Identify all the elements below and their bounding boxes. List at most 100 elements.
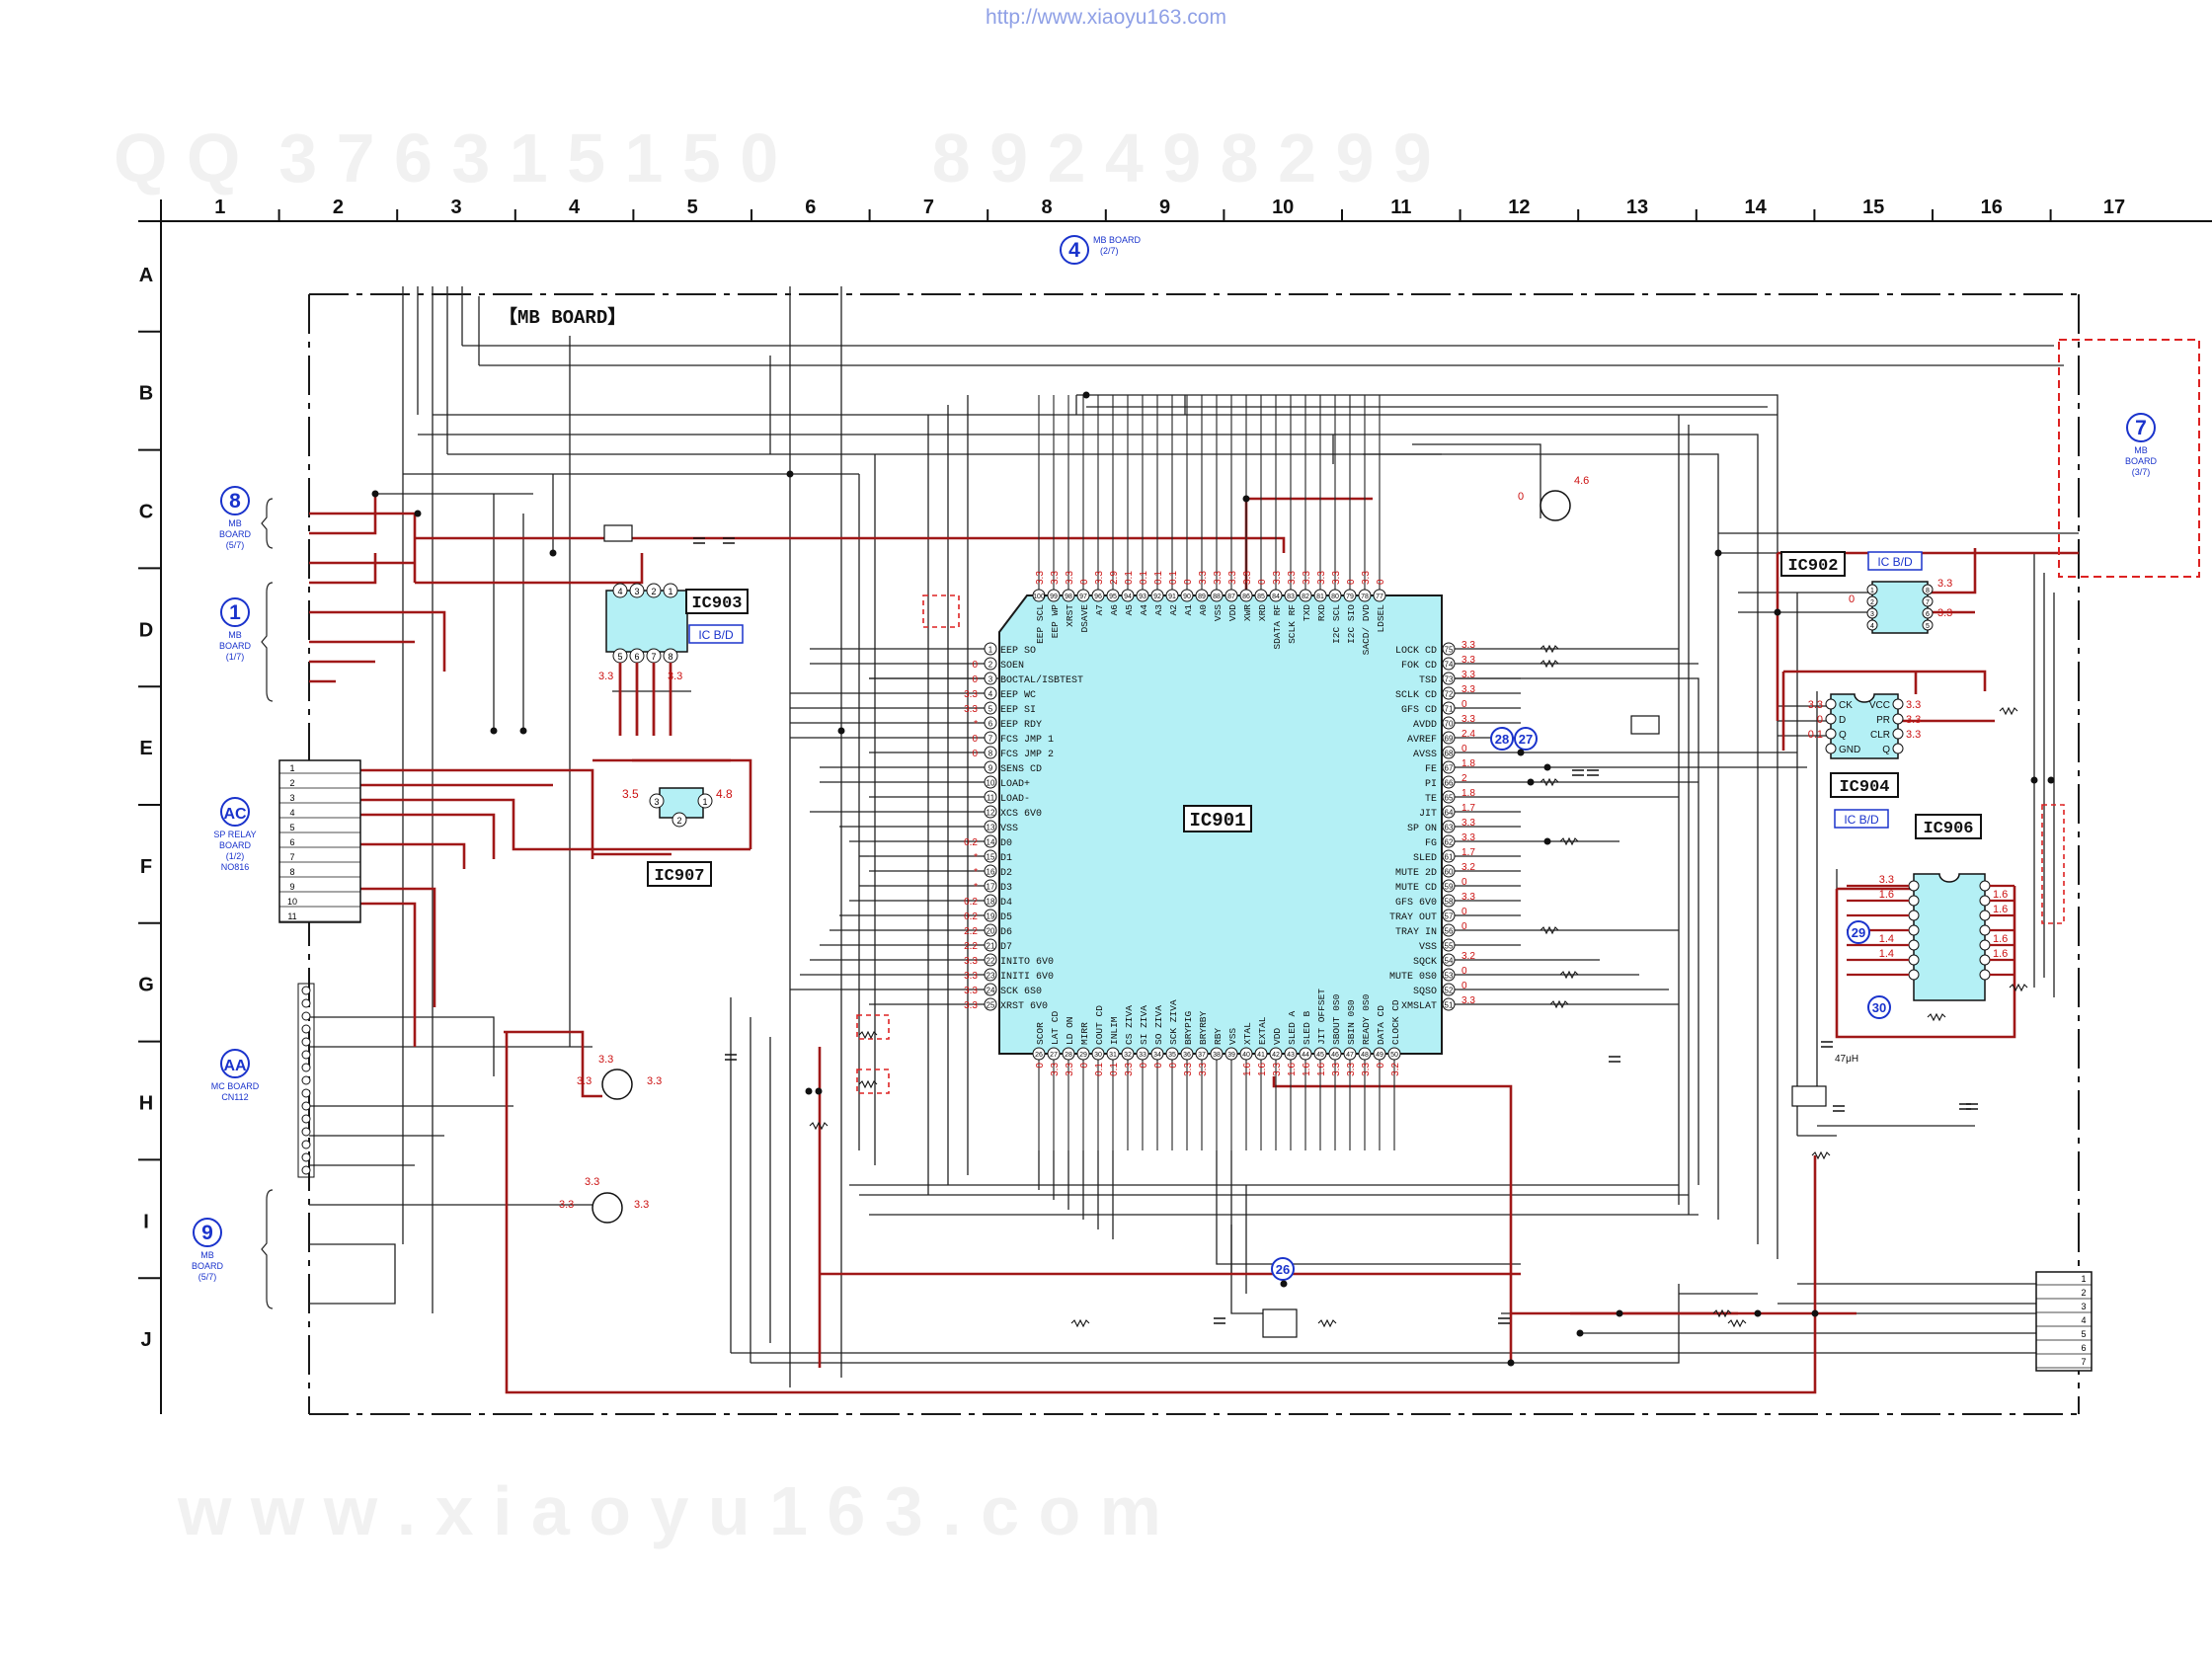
connector-ac-pin: 11 [287, 911, 296, 921]
ic901-left-pin-name: SENS CD [1000, 764, 1042, 775]
ic901-top-pin-volt: 3.3 [1050, 571, 1061, 585]
ic904-pin-circle [1892, 728, 1904, 740]
ic901-top-pin-number: 91 [1168, 594, 1176, 600]
transistor-h-volt-b: 3.3 [577, 1075, 592, 1087]
ic901-right-pin-circle [1442, 686, 1456, 700]
row-label: B [139, 383, 153, 405]
connector-cac-badge-text: AC [223, 806, 247, 823]
ic901-top-pin-volt: 3.3 [1331, 571, 1342, 585]
ic904-pin-name: GND [1839, 745, 1860, 755]
ic901-right-pin-name: FG [1425, 838, 1437, 849]
ic901-bottom-pin-name: BRYPIG [1183, 1010, 1194, 1045]
ic901-bottom-pin-number: 39 [1227, 1052, 1235, 1059]
ic901-top-pin-volt: 0 [1079, 579, 1090, 585]
ic901-bottom-pin-volt: 0 [1376, 1063, 1386, 1069]
wire-red-segment [415, 536, 1286, 553]
ic906-pin-volt: 1.6 [1879, 889, 1894, 901]
wire-red-segment [1272, 1076, 1513, 1363]
ic901-right-pin-volt: 0 [1462, 907, 1467, 917]
ic901-left-pin-circle [984, 968, 997, 982]
connector-aa-pin [301, 1152, 311, 1162]
ic901-right-pin-name: SP ON [1407, 824, 1437, 834]
ic906-pin-circle [1979, 924, 1991, 936]
ic901-right-pin-number: 74 [1445, 661, 1454, 670]
ic901-left-pin-number: 20 [987, 927, 995, 936]
ic901-top-pin-volt: 0 [1376, 579, 1386, 585]
ic901-top-pin-number: 95 [1109, 594, 1117, 600]
row-label: C [139, 502, 153, 523]
ic904-pin-name: Q [1839, 730, 1847, 741]
ic901-top-pin-name: DSAVE [1079, 604, 1090, 633]
junction-dot [1280, 1280, 1288, 1288]
ic901-left-pin-number: 23 [987, 972, 995, 981]
ic901-right-pin-name: LOCK CD [1395, 646, 1437, 657]
ic901-bottom-pin-volt: 0.1 [1109, 1063, 1120, 1076]
ic901-bottom-pin-number: 29 [1079, 1052, 1087, 1059]
ic901-right-pin-circle [1442, 879, 1456, 893]
wire-red-segment [309, 610, 446, 672]
ic904-pin-circle [1892, 743, 1904, 754]
junction-dot [371, 490, 379, 498]
resistor [1317, 1318, 1337, 1328]
ic901-bottom-pin-number: 41 [1257, 1052, 1265, 1059]
ic901-bottom-pin-volt: 0.1 [1094, 1063, 1105, 1076]
ic901-right-pin-circle [1442, 864, 1456, 878]
header-url[interactable]: http://www.xiaoyu163.com [986, 6, 1226, 29]
connector-ac-pin: 3 [289, 793, 294, 803]
ic904-pin-name: VCC [1869, 700, 1890, 711]
ic902-pin-circle [1922, 619, 1934, 631]
ic901-left-pin-number: 16 [987, 868, 995, 877]
ic901-bottom-pin-volt: 0 [1139, 1063, 1149, 1069]
ic901-bottom-pin-circle [1284, 1047, 1298, 1061]
ic901-right-pin-name: XMSLAT [1401, 1001, 1437, 1012]
ic901-right-pin-number: 59 [1445, 883, 1454, 892]
ic902-pin-number: 1 [1870, 588, 1874, 594]
ic901-right-pin-name: MUTE 0S0 [1389, 972, 1437, 983]
wire-red-segment [309, 512, 417, 583]
row-label: F [140, 856, 152, 878]
ic901-right-pin-circle [1442, 790, 1456, 804]
ic901-bottom-pin-volt: 1.6 [1257, 1063, 1268, 1076]
ic901-right-pin-name: TRAY OUT [1389, 912, 1437, 923]
connector-aa-pin [301, 998, 311, 1008]
ic901-right-pin-name: FE [1425, 764, 1437, 775]
ic903-volt-a: 3.3 [598, 671, 613, 682]
ic902-tag: IC B/D [1877, 555, 1913, 569]
ic901-top-pin-name: SCLK RF [1287, 604, 1298, 644]
connector-right-pin: 6 [2081, 1343, 2086, 1353]
connector-aa-frame [297, 983, 315, 1178]
ic901-right-pin-circle [1442, 701, 1456, 715]
ic901-left-pin-number: 11 [987, 794, 995, 803]
ic901-left-pin-circle [984, 894, 997, 908]
ic901-right-pin-name: AVREF [1407, 735, 1437, 746]
junction-dot [1507, 1359, 1515, 1367]
connector-7-badge-text: 7 [2135, 417, 2147, 439]
ic901-left-pin-volt: 2.2 [964, 926, 978, 937]
ic901-left-pin-number: 10 [987, 779, 995, 788]
resistor [1540, 777, 1559, 787]
ic906-pin-volt: 1.4 [1879, 948, 1894, 960]
resistor [1727, 1318, 1747, 1328]
resistor [1540, 644, 1559, 654]
ic901-right-pin-volt: 3.3 [1462, 670, 1475, 680]
ic904-pin-circle [1825, 728, 1837, 740]
ic901-bottom-pin-circle [1313, 1047, 1327, 1061]
column-label: 12 [1508, 197, 1530, 218]
ic901-top-pin-name: SDATA RF [1272, 604, 1283, 650]
ic901-bottom-pin-number: 45 [1316, 1052, 1324, 1059]
ic906-pin-volt: 1.4 [1879, 933, 1894, 945]
ic901-top-pin-volt: 3.3 [1065, 571, 1075, 585]
ic907-label: IC907 [654, 867, 704, 886]
ic906-pin-circle [1908, 895, 1920, 907]
ic901-right-pin-volt: 0 [1462, 981, 1467, 991]
ic901-right-pin-number: 56 [1445, 927, 1454, 936]
ic901-top-pin-volt: 3.3 [1227, 571, 1238, 585]
wire-black-segment [418, 434, 1759, 1244]
ic901-bottom-pin-circle [1328, 1047, 1342, 1061]
ic901-left-pin-circle [984, 746, 997, 759]
ic901-right-pin-name: SLED [1413, 853, 1437, 864]
ic901-top-pin-circle [1343, 589, 1357, 602]
ic901-right-pin-circle [1442, 760, 1456, 774]
test-point-27 [1514, 727, 1538, 751]
resistor [1927, 1012, 1946, 1022]
